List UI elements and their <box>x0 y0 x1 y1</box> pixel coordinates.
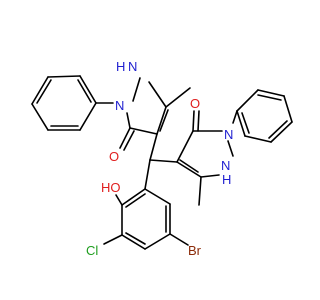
bond <box>144 188 171 205</box>
bond <box>176 130 194 163</box>
bond <box>103 234 123 245</box>
chloro-label: Cl <box>86 243 98 258</box>
bond <box>244 135 272 143</box>
n-label-upper-phenyl: N <box>115 98 124 113</box>
bond <box>156 106 167 135</box>
bond <box>232 110 238 124</box>
bromo-label: Br <box>188 243 202 258</box>
bond <box>159 109 169 132</box>
atom-labels: H N N O O N N H HO Cl Br <box>86 59 233 258</box>
n-label-right-phenyl: N <box>224 127 233 142</box>
bond <box>36 79 52 104</box>
bond <box>200 174 220 178</box>
bond <box>119 127 131 149</box>
bond <box>31 76 49 105</box>
bond <box>241 112 250 134</box>
bond <box>144 159 151 190</box>
bond <box>257 94 282 101</box>
bond <box>115 194 123 206</box>
bond <box>257 89 285 97</box>
bond <box>47 75 81 78</box>
bond <box>236 89 259 112</box>
bond-lines <box>31 75 293 250</box>
bond <box>125 193 146 208</box>
hydroxy-label: HO <box>101 180 121 195</box>
bond <box>31 103 49 131</box>
bond <box>149 159 178 163</box>
carbonyl-o-label-left: O <box>109 149 119 164</box>
bond <box>165 87 191 108</box>
bond <box>149 133 158 161</box>
bond <box>148 81 167 108</box>
bond <box>197 110 200 132</box>
bond <box>169 233 189 246</box>
bond <box>227 140 234 157</box>
bond <box>123 130 135 151</box>
bond <box>125 232 146 245</box>
bond <box>79 102 97 131</box>
bond <box>268 120 288 139</box>
carbonyl-o-label-right: O <box>190 96 200 111</box>
bond <box>176 161 202 178</box>
bond <box>270 121 293 143</box>
bond <box>144 233 171 250</box>
bond <box>132 77 141 102</box>
bond <box>179 159 199 173</box>
nh-label-upper: H N <box>116 59 137 74</box>
bond <box>77 79 92 103</box>
bond <box>129 127 158 135</box>
molecule-structure: H N N O O N N H HO Cl Br <box>31 59 293 258</box>
nh-n-label-right: N <box>221 158 230 173</box>
structure-canvas: H N N O O N N H HO Cl Br <box>31 59 293 258</box>
bond <box>121 188 146 206</box>
bond <box>192 110 195 132</box>
bond <box>236 110 246 137</box>
bond <box>283 95 293 123</box>
bond <box>79 75 97 104</box>
bond <box>121 234 146 250</box>
bond <box>198 176 202 206</box>
bond <box>126 112 131 129</box>
nh-h-label-right: H <box>222 172 231 187</box>
